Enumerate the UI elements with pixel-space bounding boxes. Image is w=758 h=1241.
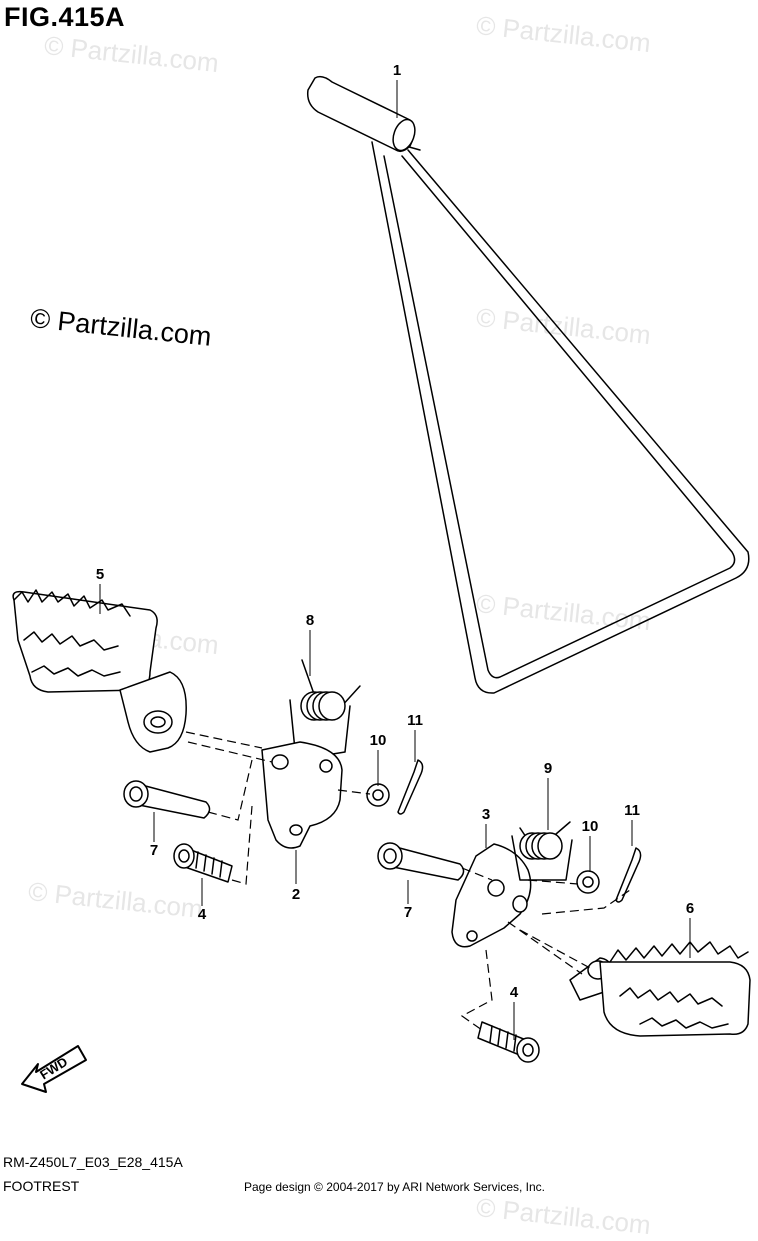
spring-right-part (511, 821, 573, 881)
page-credit: Page design © 2004-2017 by ARI Network S… (244, 1180, 546, 1194)
callout-7: 7 (149, 842, 159, 859)
callout-8: 8 (305, 612, 315, 629)
model-code: RM-Z450L7_E03_E28_415A (3, 1154, 183, 1170)
callout-5: 5 (95, 566, 105, 583)
pin-right-part (377, 842, 465, 881)
callout-4: 4 (197, 906, 207, 923)
section-name: FOOTREST (3, 1178, 80, 1194)
fwd-arrow-icon: FWD (21, 1045, 87, 1093)
stand-part (306, 75, 750, 694)
bolt-left-part (173, 843, 233, 883)
callout-10: 10 (369, 732, 387, 749)
callout-6: 6 (685, 900, 695, 917)
washer-right-part (576, 870, 600, 894)
callout-2: 2 (291, 886, 301, 903)
callout-4: 4 (509, 984, 519, 1001)
callout-1: 1 (392, 62, 402, 79)
washer-left-part (366, 783, 390, 807)
cotter-pin-right-part (615, 847, 642, 903)
spring-left-part (289, 659, 361, 761)
parts-diagram: FWD (12, 75, 751, 1093)
callout-3: 3 (481, 806, 491, 823)
assembly-lines (185, 731, 631, 1031)
footrest-left-part (12, 589, 187, 753)
leader-lines (99, 80, 691, 1040)
bolt-right-part (477, 1021, 540, 1063)
figure-title: FIG.415A (4, 2, 126, 32)
footrest-right-part (569, 941, 751, 1037)
callout-9: 9 (543, 760, 553, 777)
callout-7: 7 (403, 904, 413, 921)
bracket-right-part (451, 843, 532, 948)
callout-11: 11 (624, 802, 640, 819)
callout-11: 11 (407, 712, 423, 729)
bracket-left-part (261, 741, 343, 849)
pin-left-part (123, 780, 211, 819)
callout-10: 10 (581, 818, 599, 835)
cotter-pin-left-part (397, 759, 424, 815)
